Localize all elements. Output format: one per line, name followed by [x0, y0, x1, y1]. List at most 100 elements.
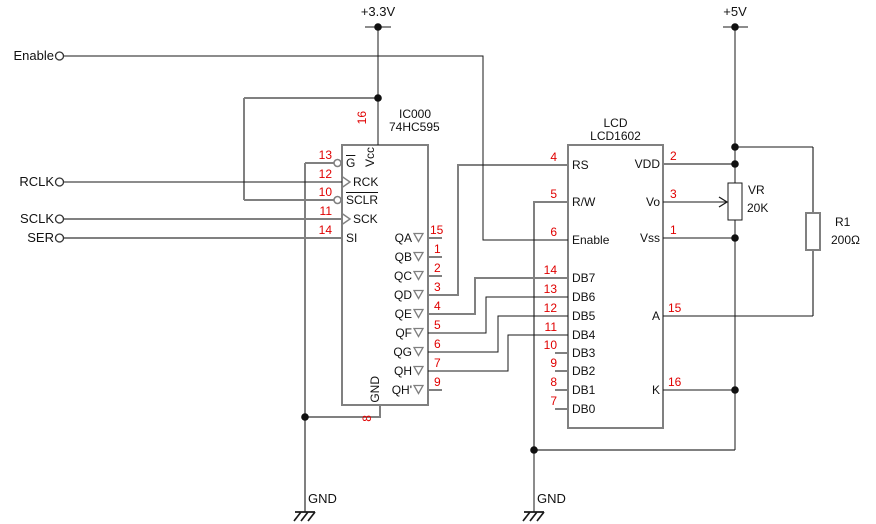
ic595-pin-qd: QD: [394, 288, 412, 302]
inverter-bubble-g: [333, 158, 342, 168]
lcd-pin-num-11: 11: [544, 320, 557, 334]
lcd-pin-num-13: 13: [543, 282, 557, 296]
lcd-pin-rs: RS: [572, 158, 589, 172]
ic595-pin-num-14: 14: [318, 223, 332, 237]
lcd-pin-num-5: 5: [550, 187, 557, 201]
lcd-pin-db7: DB7: [572, 271, 596, 285]
lcd-pin-num-15: 15: [668, 301, 682, 315]
lcd-pin-num-14: 14: [543, 263, 557, 277]
terminal-circle-ser: [54, 233, 65, 243]
lcd-part: LCD1602: [590, 129, 641, 143]
ic595-pin-num-3: 3: [434, 280, 441, 294]
ic595-pin-num-10: 10: [318, 185, 332, 199]
ic595-pin-qg: QG: [393, 345, 412, 359]
lcd-pin-db3: DB3: [572, 346, 596, 360]
ic595-body: [341, 144, 429, 406]
lcd-pin-vdd: VDD: [634, 157, 660, 171]
ic595-pin-num-12: 12: [318, 167, 332, 181]
terminal-circle-rclk: [54, 177, 65, 187]
wire-qg-to-db5: [428, 315, 568, 353]
lcd-pin-enable: Enable: [572, 233, 610, 247]
ic595-pin-vcc: Vcc: [363, 147, 377, 168]
gnd-label-right: GND: [537, 491, 566, 506]
lcd-pin-num-4: 4: [550, 150, 557, 164]
lcd-pin-a: A: [651, 309, 660, 323]
ic595-pin-num-15: 15: [430, 223, 444, 237]
lcd-pin-k: K: [651, 383, 660, 397]
ic595-pin-num-8: 8: [360, 415, 374, 422]
clock-input-marks: [341, 175, 352, 226]
lcd-pin-db1: DB1: [572, 383, 596, 397]
terminal-circle-enable: [54, 51, 65, 61]
vr-value: 20K: [747, 201, 769, 215]
lcd-ref: LCD: [603, 116, 628, 130]
lcd-pin-num-8: 8: [550, 375, 557, 389]
ic595-pin-qb: QB: [394, 250, 412, 264]
inverter-bubble-sclr: [333, 195, 342, 205]
lcd-pin-num-7: 7: [550, 394, 557, 408]
r1-value: 200Ω: [831, 233, 860, 247]
vr-body: [727, 182, 743, 221]
ic595-pin-si: SI: [346, 231, 358, 245]
lcd-pin-vo: Vo: [645, 195, 660, 209]
terminal-label-rclk: RCLK: [19, 174, 54, 189]
ic595-pin-num-16: 16: [355, 111, 369, 125]
wire-g-to-gnd: [304, 162, 334, 512]
lcd-pin-num-1: 1: [670, 223, 677, 237]
wire-sclr-pullup: [243, 97, 378, 201]
ic595-pin-num-11: 11: [319, 204, 332, 218]
terminal-label-enable: Enable: [13, 48, 54, 63]
wire-ic595-gnd-pin: [305, 405, 381, 418]
wire-qf-to-db6: [428, 296, 568, 334]
lcd-pin-db5: DB5: [572, 309, 596, 323]
ground-symbol-left: [293, 511, 316, 522]
gray-wires: [64, 97, 821, 512]
output-triangle-marks: [412, 232, 425, 395]
ic595-part: 74HC595: [389, 120, 440, 134]
ic595-pin-sck: SCK: [353, 212, 378, 226]
gnd-label-left: GND: [308, 491, 337, 506]
wire-rail-33: [365, 26, 391, 145]
ic595-pin-num-4: 4: [434, 299, 441, 313]
lcd-pin-num-2: 2: [670, 149, 677, 163]
wiper-arrowhead: [718, 196, 729, 208]
terminal-label-ser: SER: [27, 230, 54, 245]
wire-qd-to-rs: [428, 164, 568, 296]
ic595-pin-g: G: [346, 156, 356, 170]
wire-qh-to-db4: [428, 334, 568, 372]
ic595-pin-qa: QA: [394, 231, 412, 245]
r1-ref: R1: [835, 215, 851, 229]
ground-symbols: [293, 511, 545, 522]
rail-33-label: +3.3V: [360, 4, 396, 19]
ic595-pin-qc: QC: [394, 269, 412, 283]
lcd-pin-num-9: 9: [550, 356, 557, 370]
terminal-label-sclk: SCLK: [20, 211, 54, 226]
lcd-body: [567, 144, 664, 429]
ic595-pin-qe: QE: [394, 307, 412, 321]
lcd-unused-stubs: [555, 352, 568, 410]
lcd-pin-db6: DB6: [572, 290, 596, 304]
vr-ref: VR: [748, 183, 765, 197]
lcd-pin-vss: Vss: [639, 231, 660, 245]
lcd-pin-db4: DB4: [572, 328, 596, 342]
ic595-pin-num-13: 13: [318, 148, 332, 162]
lcd-pin-num-12: 12: [543, 301, 557, 315]
wire-enable: [64, 55, 568, 241]
rail-5-label: +5V: [723, 4, 747, 19]
wire-qe-to-db7: [428, 277, 568, 315]
lcd-pin-db2: DB2: [572, 364, 596, 378]
ic595-pin-rck: RCK: [353, 175, 379, 189]
lcd-pin-num-16: 16: [668, 375, 682, 389]
ic595-pin-sclr: SCLR: [346, 193, 379, 207]
ic595-pin-num-2: 2: [434, 261, 441, 275]
junction-dots: [301, 23, 739, 454]
r1-body: [805, 212, 821, 251]
lcd-pin-db0: DB0: [572, 402, 596, 416]
lcd-pin-num-3: 3: [670, 187, 677, 201]
component-symbols: [54, 23, 739, 454]
ic595-pin-num-9: 9: [434, 375, 441, 389]
wire-rw-to-gnd: [533, 201, 735, 451]
ic595-pin-num-6: 6: [434, 337, 441, 351]
